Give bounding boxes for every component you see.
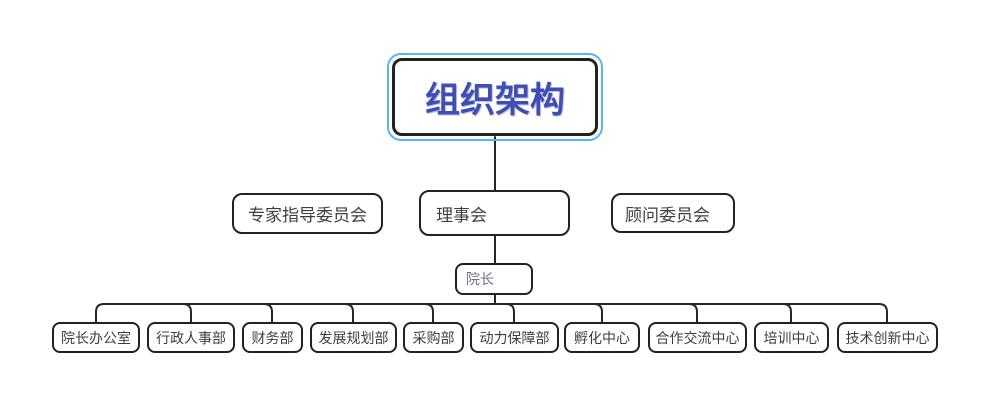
node-dept-procurement[interactable]: 采购部 xyxy=(403,322,464,353)
node-dept-training-center[interactable]: 培训中心 xyxy=(754,322,829,353)
node-expert-steering-committee[interactable]: 专家指导委员会 xyxy=(232,193,383,234)
node-dept-deans-office[interactable]: 院长办公室 xyxy=(52,322,140,353)
node-dept-logistics-support[interactable]: 动力保障部 xyxy=(470,322,559,353)
connector-rail xyxy=(95,303,888,324)
connector-stub-5 xyxy=(424,303,434,324)
node-dept-incubation-center[interactable]: 孵化中心 xyxy=(564,322,640,353)
node-org-structure[interactable]: 组织架构 xyxy=(392,58,598,136)
node-dept-finance[interactable]: 财务部 xyxy=(242,322,303,353)
connector-stub-2 xyxy=(182,303,192,324)
node-advisory-committee[interactable]: 顾问委员会 xyxy=(611,193,735,233)
connector-stub-6 xyxy=(505,303,515,324)
connector-stub-7 xyxy=(593,303,603,324)
connector-stub-3 xyxy=(263,303,273,324)
node-board-of-directors[interactable]: 理事会 xyxy=(419,190,570,236)
connector-stub-4 xyxy=(344,303,354,324)
node-dept-admin-hr[interactable]: 行政人事部 xyxy=(147,322,235,353)
node-dept-tech-innovation-center[interactable]: 技术创新中心 xyxy=(837,322,938,353)
node-dean[interactable]: 院长 xyxy=(455,263,533,295)
node-dept-development-planning[interactable]: 发展规划部 xyxy=(310,322,397,353)
node-dept-cooperation-exchange-center[interactable]: 合作交流中心 xyxy=(648,322,747,353)
connector-stub-8 xyxy=(688,303,698,324)
connector-stub-9 xyxy=(782,303,792,324)
